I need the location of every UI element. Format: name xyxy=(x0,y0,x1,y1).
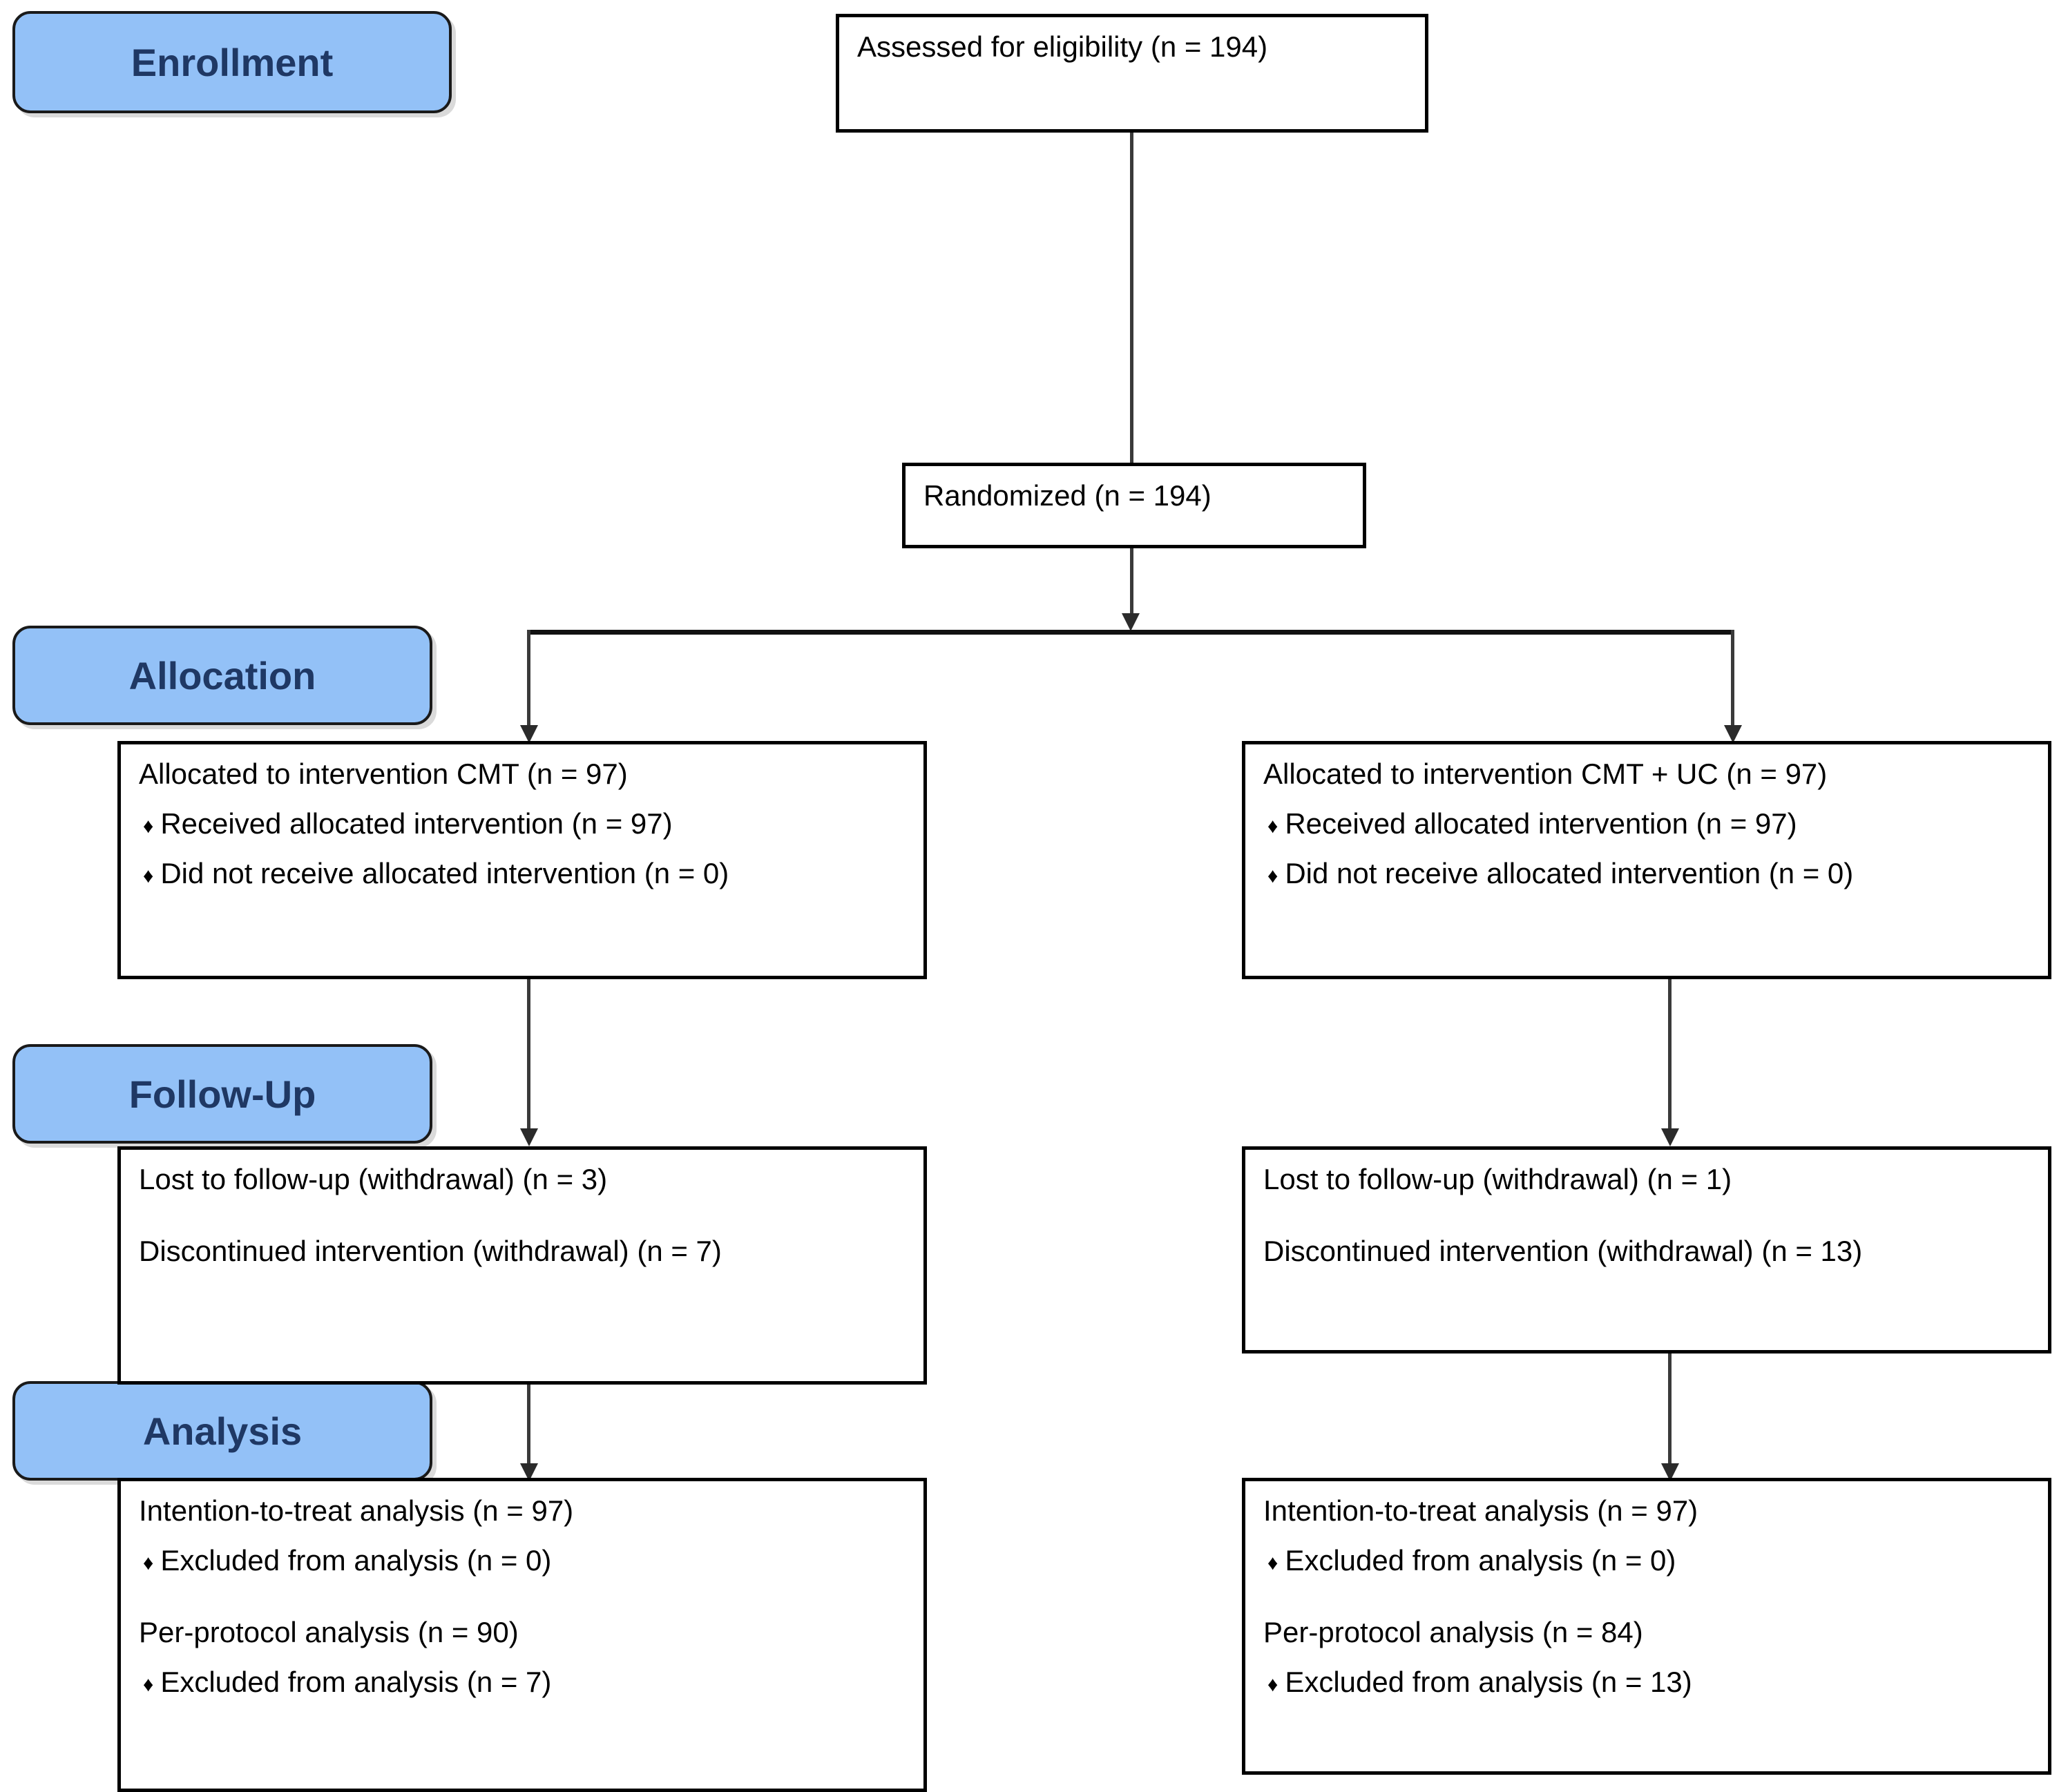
box-allocation-right: Allocated to intervention CMT + UC (n = … xyxy=(1242,741,2051,979)
diamond-bullet-icon: ♦ xyxy=(1267,1552,1279,1574)
stage-pill-enrollment: Enrollment xyxy=(12,11,452,113)
diamond-bullet-icon: ♦ xyxy=(1267,815,1279,838)
stage-label-analysis: Analysis xyxy=(142,1409,303,1453)
box-randomized: Randomized (n = 194) xyxy=(902,463,1366,548)
followup-right-line-1: Lost to follow-up (withdrawal) (n = 1) xyxy=(1263,1163,1732,1195)
connector-assessed-to-randomized xyxy=(1130,133,1133,463)
alloc-left-heading: Allocated to intervention CMT (n = 97) xyxy=(139,758,628,790)
analysis-left-itt-bullet: ♦ Excluded from analysis (n = 0) xyxy=(139,1546,906,1575)
arrowhead-alloc-left xyxy=(520,725,538,743)
alloc-left-bullet-2-text: Did not receive allocated intervention (… xyxy=(160,857,729,889)
stage-label-followup: Follow-Up xyxy=(128,1072,316,1116)
connector-randomized-down xyxy=(1130,548,1133,617)
connector-alloc-left-to-followup xyxy=(527,979,530,1133)
alloc-left-bullet-1-text: Received allocated intervention (n = 97) xyxy=(160,807,673,840)
box-analysis-right: Intention-to-treat analysis (n = 97) ♦ Ex… xyxy=(1242,1478,2051,1775)
diamond-bullet-icon: ♦ xyxy=(143,865,154,887)
connector-alloc-right-to-followup xyxy=(1668,979,1672,1133)
alloc-right-bullet-1-text: Received allocated intervention (n = 97) xyxy=(1285,807,1797,840)
assessed-line: Assessed for eligibility (n = 194) xyxy=(857,30,1268,63)
connector-split-left xyxy=(527,630,530,732)
analysis-right-itt-heading: Intention-to-treat analysis (n = 97) xyxy=(1263,1494,1698,1527)
arrowhead-followup-left xyxy=(520,1128,538,1146)
diamond-bullet-icon: ♦ xyxy=(143,1552,154,1574)
stage-label-enrollment: Enrollment xyxy=(131,40,334,84)
stage-label-allocation: Allocation xyxy=(128,653,316,697)
connector-followup-left-to-analysis xyxy=(527,1385,530,1467)
box-followup-right: Lost to follow-up (withdrawal) (n = 1) D… xyxy=(1242,1146,2051,1353)
alloc-right-bullet-2: ♦ Did not receive allocated intervention … xyxy=(1263,859,2030,888)
alloc-right-heading: Allocated to intervention CMT + UC (n = … xyxy=(1263,758,1828,790)
analysis-right-pp-heading: Per-protocol analysis (n = 84) xyxy=(1263,1616,1643,1648)
randomized-line: Randomized (n = 194) xyxy=(923,479,1212,512)
alloc-left-bullet-1: ♦ Received allocated intervention (n = 97… xyxy=(139,809,906,838)
diamond-bullet-icon: ♦ xyxy=(1267,1673,1279,1696)
split-bar-allocation xyxy=(527,630,1734,635)
stage-pill-followup: Follow-Up xyxy=(12,1044,432,1144)
diamond-bullet-icon: ♦ xyxy=(143,1673,154,1696)
stage-pill-analysis: Analysis xyxy=(12,1381,432,1481)
followup-left-line-1: Lost to follow-up (withdrawal) (n = 3) xyxy=(139,1163,608,1195)
diamond-bullet-icon: ♦ xyxy=(1267,865,1279,887)
alloc-left-bullet-2: ♦ Did not receive allocated intervention … xyxy=(139,859,906,888)
followup-right-line-2: Discontinued intervention (withdrawal) (… xyxy=(1263,1235,1863,1267)
box-analysis-left: Intention-to-treat analysis (n = 97) ♦ Ex… xyxy=(117,1478,927,1792)
connector-split-right xyxy=(1731,630,1734,732)
box-allocation-left: Allocated to intervention CMT (n = 97) ♦… xyxy=(117,741,927,979)
analysis-right-itt-bullet-text: Excluded from analysis (n = 0) xyxy=(1285,1544,1676,1577)
analysis-right-itt-bullet: ♦ Excluded from analysis (n = 0) xyxy=(1263,1546,2030,1575)
box-assessed-for-eligibility: Assessed for eligibility (n = 194) xyxy=(836,14,1428,133)
alloc-right-bullet-2-text: Did not receive allocated intervention (… xyxy=(1285,857,1854,889)
analysis-right-pp-bullet-text: Excluded from analysis (n = 13) xyxy=(1285,1666,1692,1698)
followup-left-line-2: Discontinued intervention (withdrawal) (… xyxy=(139,1235,722,1267)
analysis-right-pp-bullet: ♦ Excluded from analysis (n = 13) xyxy=(1263,1668,2030,1697)
connector-followup-right-to-analysis xyxy=(1668,1353,1672,1467)
arrowhead-randomized-down xyxy=(1122,613,1140,631)
analysis-left-pp-bullet: ♦ Excluded from analysis (n = 7) xyxy=(139,1668,906,1697)
analysis-left-itt-bullet-text: Excluded from analysis (n = 0) xyxy=(160,1544,552,1577)
arrowhead-alloc-right xyxy=(1724,725,1742,743)
diamond-bullet-icon: ♦ xyxy=(143,815,154,838)
analysis-left-itt-heading: Intention-to-treat analysis (n = 97) xyxy=(139,1494,574,1527)
alloc-right-bullet-1: ♦ Received allocated intervention (n = 97… xyxy=(1263,809,2030,838)
analysis-left-pp-bullet-text: Excluded from analysis (n = 7) xyxy=(160,1666,552,1698)
arrowhead-followup-right xyxy=(1661,1128,1679,1146)
box-followup-left: Lost to follow-up (withdrawal) (n = 3) D… xyxy=(117,1146,927,1385)
analysis-left-pp-heading: Per-protocol analysis (n = 90) xyxy=(139,1616,519,1648)
stage-pill-allocation: Allocation xyxy=(12,626,432,725)
